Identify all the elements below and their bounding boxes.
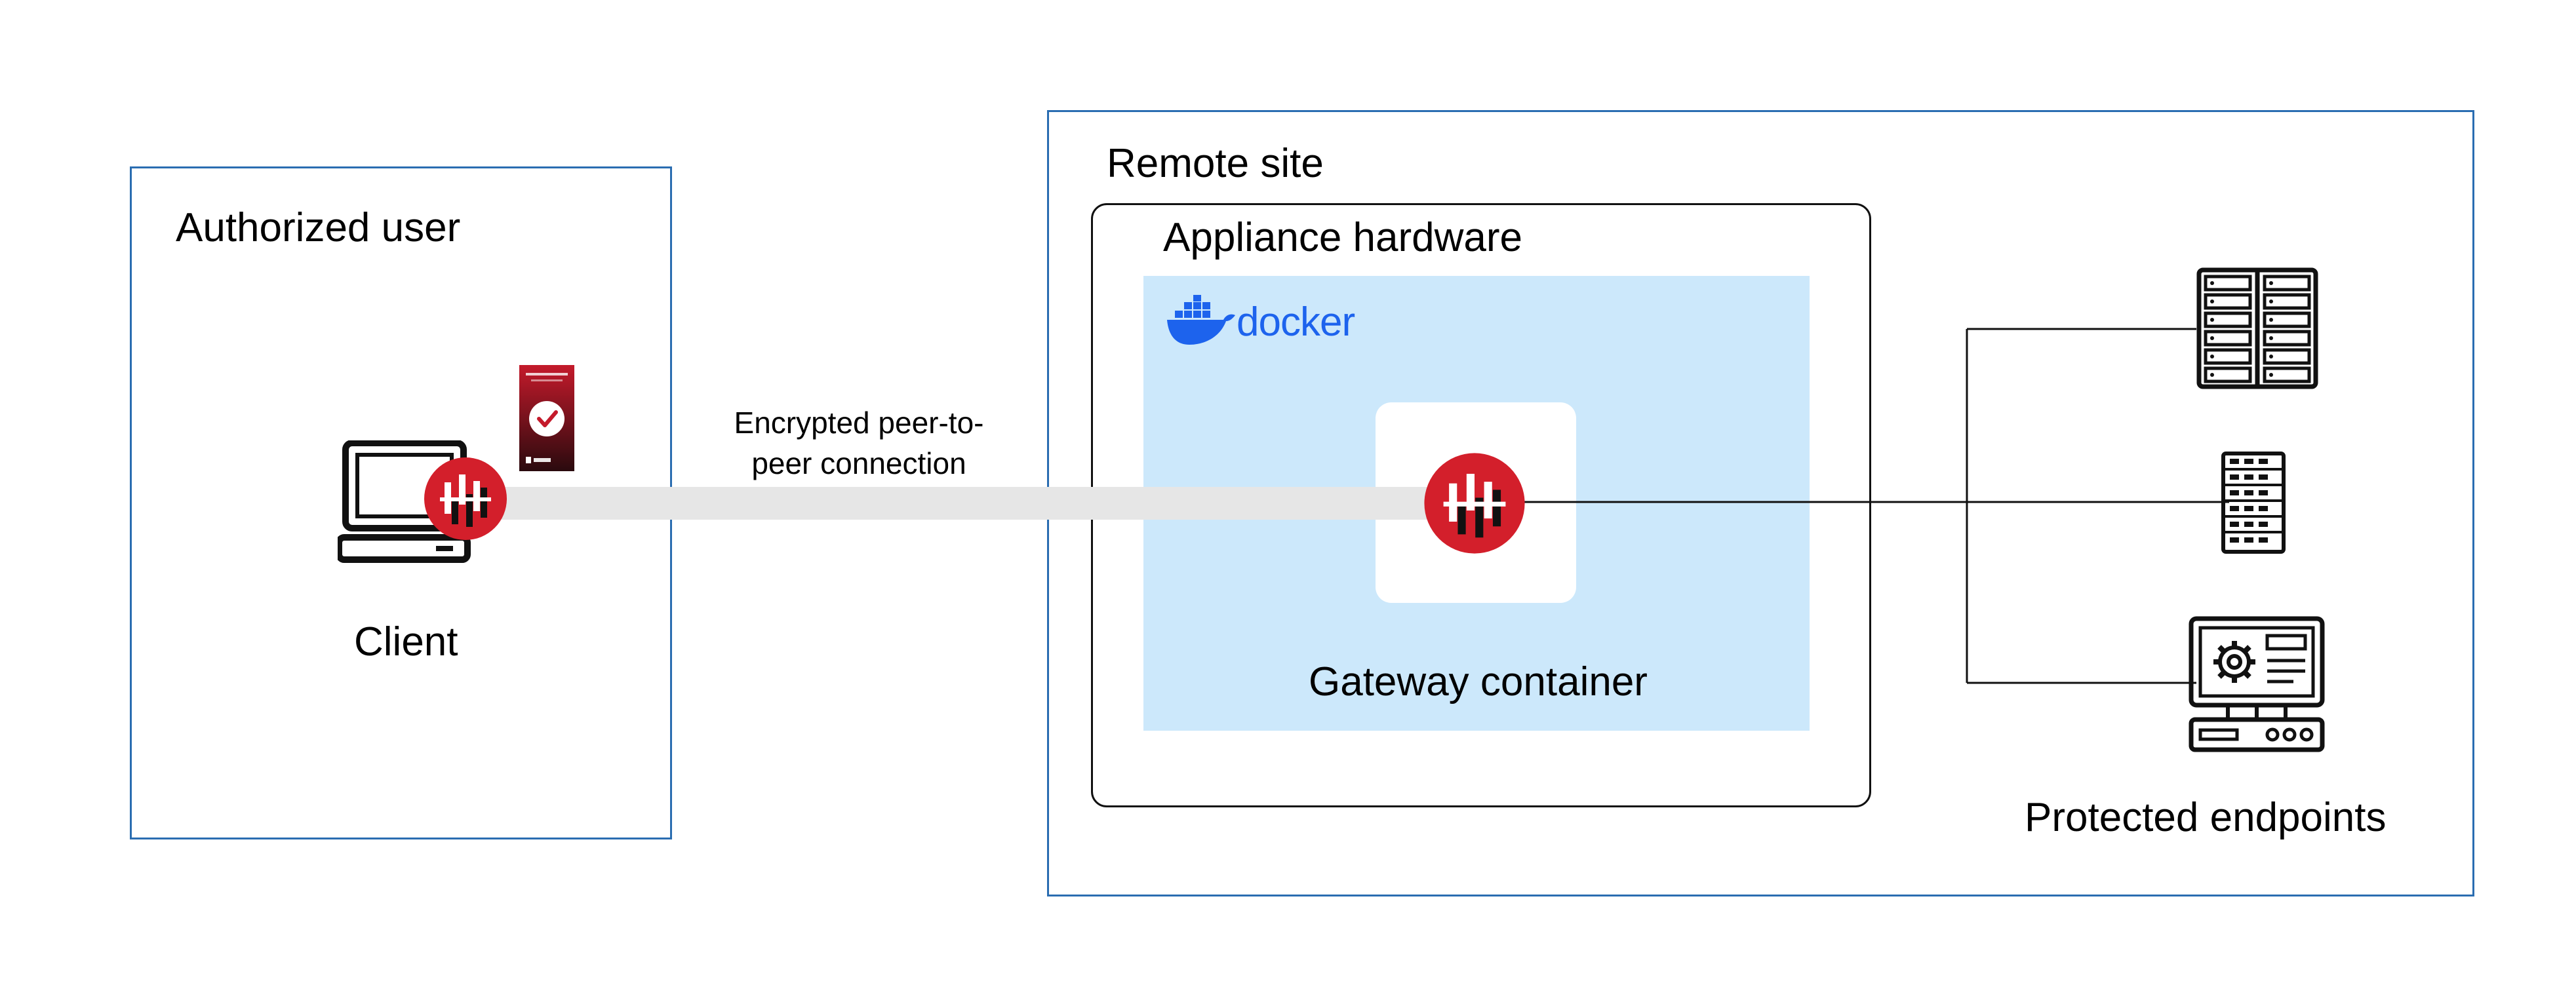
client-logo-icon (424, 457, 507, 540)
gateway-logo-icon (1424, 453, 1525, 554)
connection-label-line1: Encrypted peer-to- (734, 406, 984, 440)
server-tower-icon (2221, 452, 2286, 554)
encrypted-tunnel (500, 487, 1483, 520)
docker-logo: docker (1166, 295, 1376, 347)
connection-label-line2: peer connection (751, 446, 966, 480)
docker-logo-text: docker (1237, 299, 1355, 345)
phone-app-icon (519, 365, 574, 471)
docker-whale-icon (1167, 295, 1235, 345)
protected-endpoints-label: Protected endpoints (2025, 795, 2387, 840)
authorized-user-title: Authorized user (176, 205, 461, 250)
client-label: Client (354, 619, 458, 665)
gateway-container-label: Gateway container (1309, 659, 1648, 704)
server-rack-icon (2196, 267, 2318, 389)
remote-site-title: Remote site (1107, 141, 1324, 186)
connection-label: Encrypted peer-to- peer connection (715, 402, 1003, 484)
control-panel-icon (2189, 616, 2325, 752)
appliance-hardware-title: Appliance hardware (1163, 215, 1523, 260)
